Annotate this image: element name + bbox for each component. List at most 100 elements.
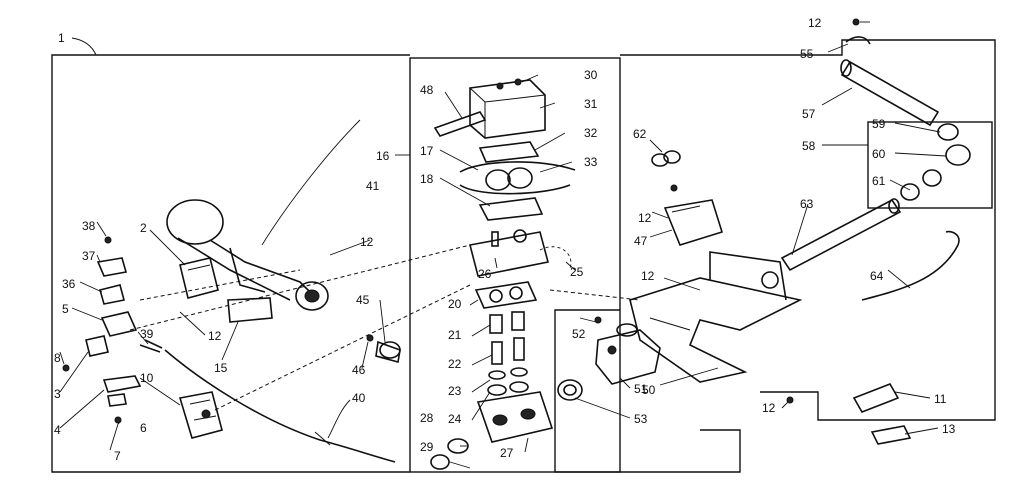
screw-46 xyxy=(366,334,374,342)
wire-nut xyxy=(314,431,331,446)
label-24: 24 xyxy=(448,412,462,426)
label-31: 31 xyxy=(584,97,598,111)
lever-48 xyxy=(433,111,487,137)
label-13: 13 xyxy=(942,422,956,436)
gasket-32 xyxy=(478,141,540,163)
o-rings-23-24 xyxy=(487,367,529,396)
label-28: 28 xyxy=(420,411,434,425)
orifice-45 xyxy=(375,340,401,364)
knob-62 xyxy=(651,150,681,167)
label-27: 27 xyxy=(500,446,514,460)
tube-63 xyxy=(780,198,902,272)
spark-electrode-39 xyxy=(139,339,163,353)
label-62: 62 xyxy=(633,127,647,141)
label-61: 61 xyxy=(872,174,886,188)
label-52: 52 xyxy=(572,327,586,341)
explosion-line-a xyxy=(129,244,471,331)
label-8: 8 xyxy=(54,351,61,365)
regulator-51 xyxy=(595,323,661,385)
main-assembly-outline-right xyxy=(620,39,996,421)
solenoid-31 xyxy=(469,78,546,139)
label-32: 32 xyxy=(584,126,598,140)
label-16: 16 xyxy=(376,149,390,163)
explosion-line-d xyxy=(549,289,641,301)
nut-29 xyxy=(430,454,450,470)
screw-38 xyxy=(104,236,112,244)
clip-37 xyxy=(96,257,128,277)
label-5: 5 xyxy=(62,302,69,316)
screw-25 xyxy=(539,246,572,269)
label-26: 26 xyxy=(478,267,492,281)
label-12-bracket: 12 xyxy=(641,269,655,283)
label-59: 59 xyxy=(872,117,886,131)
screw-7 xyxy=(114,416,122,424)
screw-12-control xyxy=(670,184,678,192)
coil-17 xyxy=(459,161,576,195)
label-30: 30 xyxy=(584,68,598,82)
valve-stems-21-22 xyxy=(489,311,525,365)
clip-3 xyxy=(85,335,109,357)
bracket-36 xyxy=(99,284,125,305)
label-17: 17 xyxy=(420,144,434,158)
screw-8 xyxy=(62,364,70,372)
label-33: 33 xyxy=(584,155,598,169)
label-15: 15 xyxy=(214,361,228,375)
label-4: 4 xyxy=(54,423,61,437)
label-46: 46 xyxy=(352,363,366,377)
label-39: 39 xyxy=(140,327,154,341)
fittings-59-61 xyxy=(900,123,971,201)
label-41: 41 xyxy=(366,179,380,193)
thermocouple-wire-40 xyxy=(164,349,396,463)
mounting-bracket-50 xyxy=(629,251,803,383)
screw-52 xyxy=(594,316,602,324)
label-50: 50 xyxy=(642,383,656,397)
burner-part xyxy=(166,199,329,311)
fitting-subassembly-box xyxy=(867,121,993,209)
label-18: 18 xyxy=(420,172,434,186)
label-25: 25 xyxy=(570,265,584,279)
label-60: 60 xyxy=(872,147,886,161)
regulator-box xyxy=(554,309,741,473)
label-38: 38 xyxy=(82,219,96,233)
label-2: 2 xyxy=(140,221,147,235)
explosion-line-c xyxy=(139,269,301,301)
label-12-top: 12 xyxy=(808,16,822,30)
callout-hook-1 xyxy=(71,37,97,56)
gasket-hole-b xyxy=(509,286,523,300)
label-64: 64 xyxy=(870,269,884,283)
plate-18 xyxy=(478,197,544,221)
screw-12-bottom xyxy=(786,396,794,404)
bracket-4 xyxy=(102,375,142,393)
gasket-20 xyxy=(474,281,538,309)
gasket-hole-a xyxy=(489,289,503,303)
valve-body-upper xyxy=(469,229,549,277)
valve-body-lower xyxy=(476,391,554,443)
label-51: 51 xyxy=(634,382,648,396)
label-63: 63 xyxy=(800,197,814,211)
label-12-burner: 12 xyxy=(360,235,374,249)
label-12-left: 12 xyxy=(208,329,222,343)
heat-shield-15 xyxy=(227,297,273,323)
label-22: 22 xyxy=(448,357,462,371)
label-47: 47 xyxy=(634,234,648,248)
main-assembly-outline xyxy=(51,54,410,473)
valve-subassembly-box xyxy=(409,57,621,473)
igniter-10 xyxy=(178,391,223,439)
label-40: 40 xyxy=(352,391,366,405)
leader-lines xyxy=(59,21,947,469)
label-53: 53 xyxy=(634,412,648,426)
screw-12-top xyxy=(852,18,860,26)
tube-57 xyxy=(840,59,940,127)
label-10: 10 xyxy=(140,371,154,385)
label-57: 57 xyxy=(802,107,816,121)
clip-55 xyxy=(845,36,871,45)
label-7: 7 xyxy=(114,449,121,463)
label-48: 48 xyxy=(420,83,434,97)
part-13 xyxy=(870,425,912,445)
label-45: 45 xyxy=(356,293,370,307)
label-12-control: 12 xyxy=(638,211,652,225)
callout-labels: 1 12 55 57 58 59 60 61 63 64 11 13 12 30… xyxy=(54,16,956,463)
label-55: 55 xyxy=(800,47,814,61)
